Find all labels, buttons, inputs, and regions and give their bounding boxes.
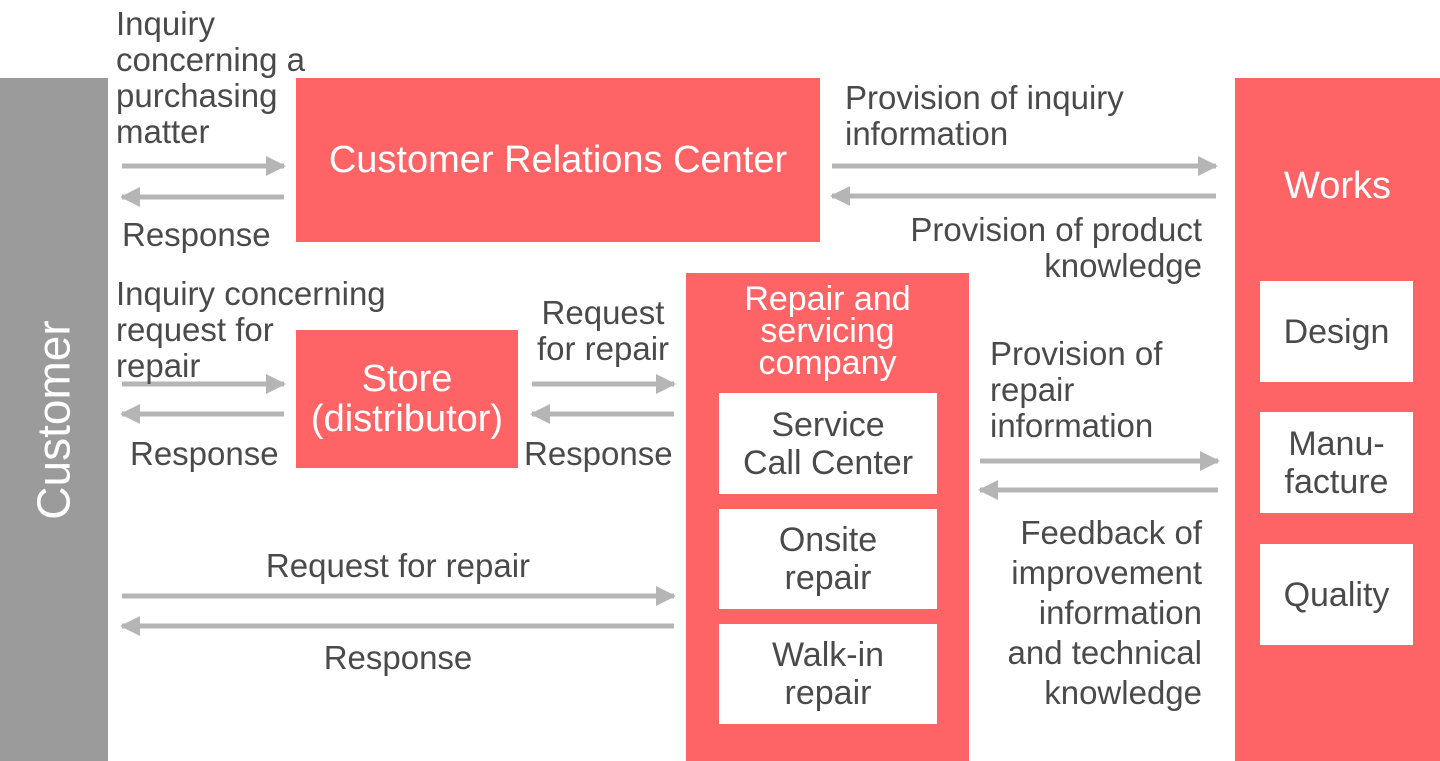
store-label-line1: Store: [361, 358, 453, 400]
manufacture-box: Manu- facture: [1260, 412, 1413, 513]
label-inquiry-purchasing-line3: purchasing: [116, 77, 278, 114]
label-provision-repair-line2: repair: [990, 371, 1075, 408]
crc-title: Customer Relations Center: [328, 139, 788, 181]
label-inquiry-repair-line1: Inquiry concerning: [116, 275, 386, 312]
works-box: Works Design Manu- facture Quality: [1235, 78, 1440, 761]
label-request-repair-direct: Request for repair: [265, 547, 531, 584]
walkin-line1: Walk-in: [771, 636, 885, 674]
store-box: Store (distributor): [296, 330, 518, 468]
walkin-line2: repair: [784, 674, 872, 712]
repair-company-title: Repair and servicing company: [686, 280, 969, 382]
label-provision-product: Provision of product knowledge: [840, 212, 1202, 284]
label-inquiry-repair-line3: repair: [116, 347, 201, 384]
quality-box: Quality: [1260, 544, 1413, 645]
label-provision-inquiry: Provision of inquiry information: [845, 80, 1124, 152]
label-inquiry-purchasing-line1: Inquiry: [116, 5, 216, 42]
manufacture-line1: Manu-: [1288, 424, 1385, 463]
label-provision-repair: Provision of repair information: [990, 336, 1162, 444]
service-call-line1: Service: [771, 405, 885, 444]
label-provision-repair-line1: Provision of: [990, 335, 1163, 372]
works-title: Works: [1284, 165, 1391, 207]
label-feedback-line2: improvement: [1011, 554, 1202, 591]
repair-company-title-line1: Repair and: [744, 280, 911, 318]
quality-label: Quality: [1283, 575, 1390, 614]
repair-company-box: Repair and servicing company Service Cal…: [686, 273, 969, 761]
label-request-repair-store: Request for repair: [524, 295, 682, 367]
store-label-line2: (distributor): [310, 398, 504, 440]
label-inquiry-repair: Inquiry concerning request for repair: [116, 276, 386, 384]
repair-company-title-line3: company: [758, 344, 897, 382]
label-request-repair-store-line2: for repair: [536, 330, 670, 367]
label-inquiry-purchasing-line2: concerning a: [116, 41, 305, 78]
label-request-repair-store-line1: Request: [541, 294, 665, 331]
label-response-direct: Response: [323, 639, 473, 676]
label-feedback-line4: and technical: [1007, 634, 1202, 671]
onsite-line2: repair: [784, 559, 872, 597]
label-provision-repair-line3: information: [990, 407, 1154, 444]
label-response-crc: Response: [122, 216, 271, 253]
label-feedback-line1: Feedback of: [1020, 514, 1202, 551]
service-call-line2: Call Center: [742, 443, 914, 482]
label-provision-inquiry-line1: Provision of inquiry: [845, 79, 1124, 116]
design-label: Design: [1283, 312, 1390, 351]
label-inquiry-repair-line2: request for: [116, 311, 274, 348]
manufacture-line2: facture: [1284, 462, 1389, 501]
label-feedback: Feedback of improvement information and …: [972, 513, 1202, 713]
walkin-repair-box: Walk-in repair: [719, 624, 937, 724]
label-response-store-repair: Response: [524, 435, 673, 472]
label-feedback-line3: information: [1038, 594, 1202, 631]
label-provision-product-line1: Provision of product: [910, 211, 1202, 248]
label-feedback-line5: knowledge: [1044, 674, 1202, 711]
label-provision-product-line2: knowledge: [1044, 247, 1202, 284]
label-provision-inquiry-line2: information: [845, 115, 1009, 152]
onsite-repair-box: Onsite repair: [719, 509, 937, 609]
service-call-center-box: Service Call Center: [719, 393, 937, 494]
onsite-line1: Onsite: [778, 521, 878, 559]
label-inquiry-purchasing: Inquiry concerning a purchasing matter: [116, 6, 305, 150]
label-response-store: Response: [130, 435, 279, 472]
customer-relations-center-box: Customer Relations Center: [296, 78, 820, 242]
customer-bar: Customer: [0, 78, 108, 761]
label-inquiry-purchasing-line4: matter: [116, 113, 210, 150]
design-box: Design: [1260, 281, 1413, 382]
repair-company-title-line2: servicing: [760, 312, 895, 350]
